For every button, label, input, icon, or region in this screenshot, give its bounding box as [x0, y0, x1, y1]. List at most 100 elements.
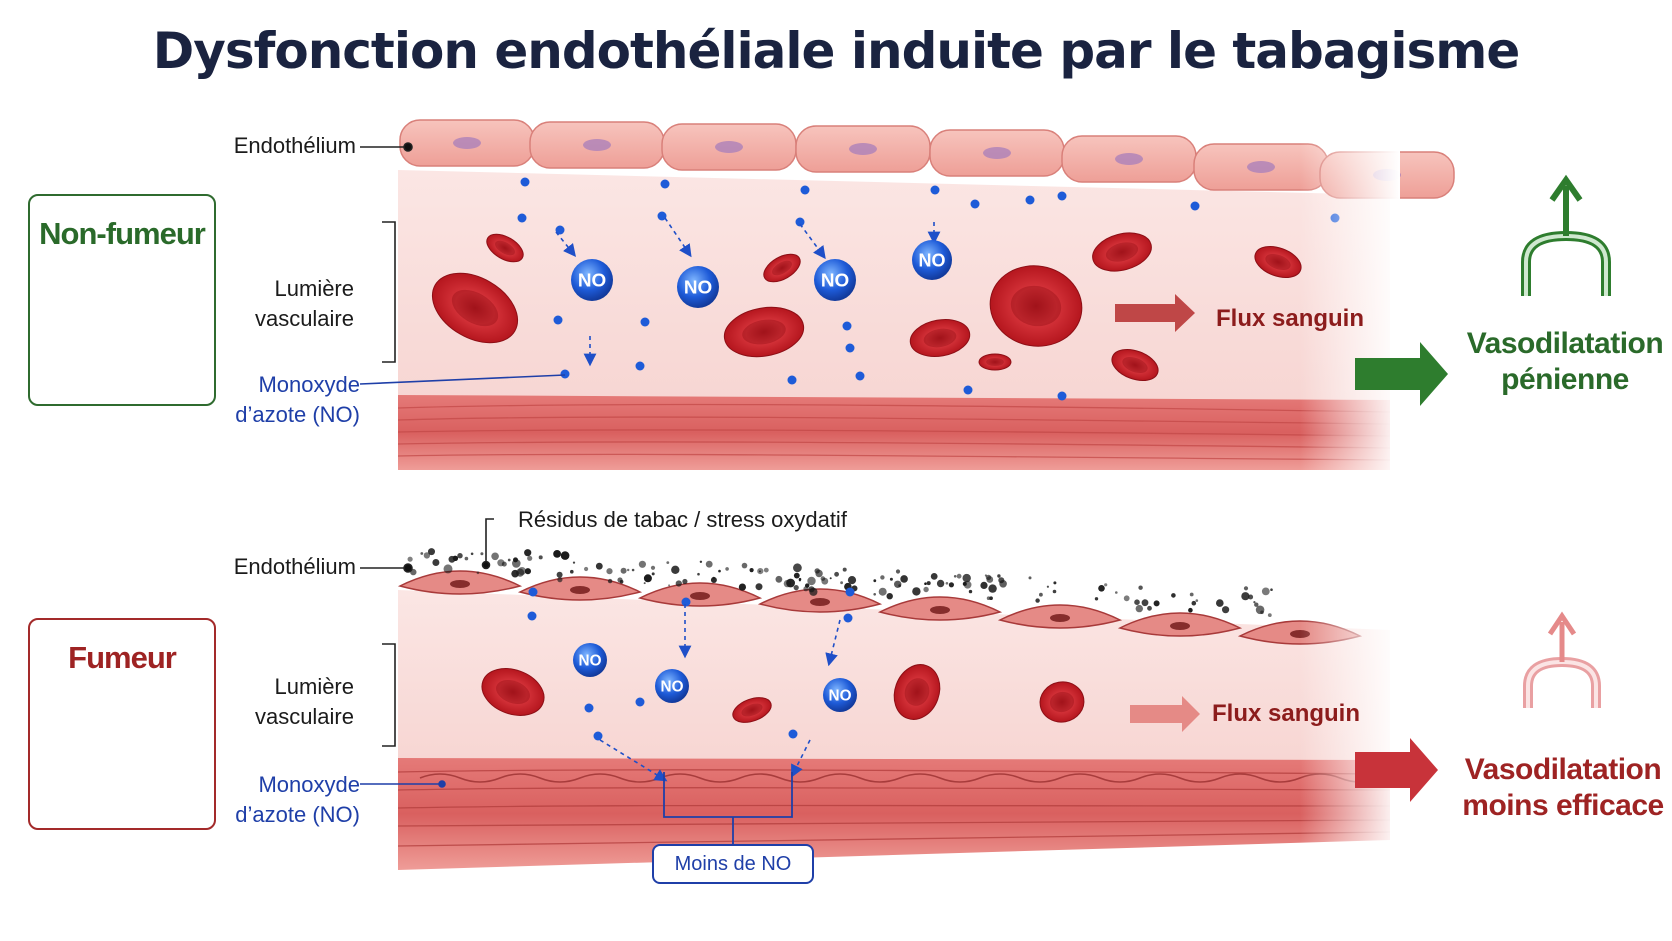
no-dot: [635, 697, 645, 707]
result-top-line2: pénienne: [1501, 363, 1629, 396]
result-top-line1: Vasodilatation: [1466, 327, 1664, 360]
soot-particle: [513, 557, 518, 563]
no-dot: [788, 729, 798, 739]
soot-particle: [1046, 585, 1049, 588]
soot-particle: [923, 586, 929, 593]
endothelium-label-bottom: Endothélium: [233, 554, 356, 579]
result-arrow-top: [1355, 342, 1448, 406]
soot-particle: [631, 568, 635, 572]
lumen-label-top: Lumière vasculaire: [222, 274, 354, 334]
soot-particle: [560, 551, 570, 560]
soot-particle: [1134, 599, 1140, 605]
soot-particle: [619, 579, 624, 584]
soot-particle: [420, 552, 424, 555]
soot-particle: [900, 575, 908, 583]
no-dot: [520, 177, 530, 187]
lumen-label-top-line1: Lumière: [274, 276, 354, 301]
no-dot: [970, 199, 980, 209]
cell-nucleus: [1115, 153, 1143, 165]
red-blood-cell: [723, 306, 805, 358]
cell-nucleus: [810, 598, 830, 606]
no-label-top-line1: Monoxyde: [258, 372, 360, 397]
no-dot: [528, 587, 538, 597]
no-molecule: NO: [655, 669, 689, 703]
soot-particle: [834, 571, 839, 577]
no-molecule-label: NO: [579, 652, 602, 669]
soot-particle: [793, 585, 799, 591]
no-dot: [843, 613, 853, 623]
soot-particle: [666, 561, 670, 564]
soot-particle: [491, 552, 499, 561]
soot-particle: [793, 572, 800, 579]
soot-particle: [423, 552, 431, 559]
soot-particle: [807, 576, 816, 586]
red-blood-cell: [909, 319, 971, 357]
lumen-label-top-line2: vasculaire: [254, 306, 354, 331]
soot-particle: [1028, 576, 1032, 580]
cell-nucleus: [453, 137, 481, 149]
lumen-label-bottom-line1: Lumière: [274, 674, 354, 699]
no-molecule: NO: [912, 240, 952, 280]
soot-particle: [741, 562, 748, 569]
soot-particle: [725, 567, 729, 571]
soot-particle: [606, 568, 613, 575]
no-molecule-label: NO: [684, 278, 712, 299]
soot-particle: [1270, 588, 1273, 591]
red-blood-cell: [1254, 245, 1302, 279]
no-dot: [1057, 191, 1067, 201]
soot-particle: [1189, 592, 1194, 597]
soot-particle: [1138, 585, 1143, 590]
soot-particle: [553, 550, 561, 558]
soot-particle: [886, 593, 893, 600]
soot-particle: [675, 580, 682, 587]
soot-particle: [570, 569, 574, 574]
no-dot: [787, 375, 797, 385]
soot-particle: [1123, 595, 1130, 602]
soot-particle: [1254, 602, 1259, 607]
no-label-top-line2: d’azote (NO): [235, 402, 360, 427]
soot-particle: [798, 579, 802, 582]
soot-particle: [1053, 581, 1057, 585]
soot-particle: [842, 567, 847, 572]
soot-particle: [507, 558, 511, 562]
non-smoker-panel: Non-fumeur: [28, 194, 216, 406]
soot-particle: [755, 583, 763, 591]
no-dot: [635, 361, 645, 371]
cell-nucleus: [849, 143, 877, 155]
soot-particle: [1261, 587, 1270, 596]
soot-particle: [464, 556, 469, 561]
soot-particle: [840, 581, 843, 585]
soot-particle: [651, 572, 655, 576]
soot-particle: [873, 579, 877, 583]
soot-particle: [705, 560, 713, 568]
no-dot: [1057, 391, 1067, 401]
diffusion-arrow: [825, 619, 841, 667]
soot-particle: [518, 567, 526, 575]
soot-particle: [557, 577, 563, 583]
soot-particle: [1039, 592, 1043, 597]
no-dot: [660, 179, 670, 189]
soot-particle: [650, 565, 656, 570]
red-blood-cell: [486, 233, 524, 263]
result-bottom-line2: moins efficace: [1462, 789, 1664, 822]
soot-particle: [671, 565, 680, 574]
no-molecule: NO: [573, 643, 607, 677]
soot-particle: [443, 564, 453, 574]
page-title: Dysfonction endothéliale induite par le …: [152, 22, 1521, 80]
soot-particle: [1052, 589, 1057, 594]
soot-particle: [829, 577, 832, 580]
result-arrow-bottom: [1355, 738, 1438, 802]
soot-particle: [948, 582, 955, 588]
soot-particle: [699, 560, 703, 563]
soot-particle: [556, 571, 563, 578]
no-dot: [640, 317, 650, 327]
soot-particle: [524, 549, 532, 557]
smoker-panel: Fumeur: [28, 618, 216, 830]
soot-particle: [821, 577, 829, 585]
soot-particle: [945, 582, 949, 585]
soot-particle: [803, 586, 809, 592]
soot-particle: [912, 587, 921, 596]
soot-particle: [930, 573, 938, 580]
soot-particle: [620, 567, 627, 574]
blood-flow-label-bottom: Flux sanguin: [1212, 700, 1361, 727]
